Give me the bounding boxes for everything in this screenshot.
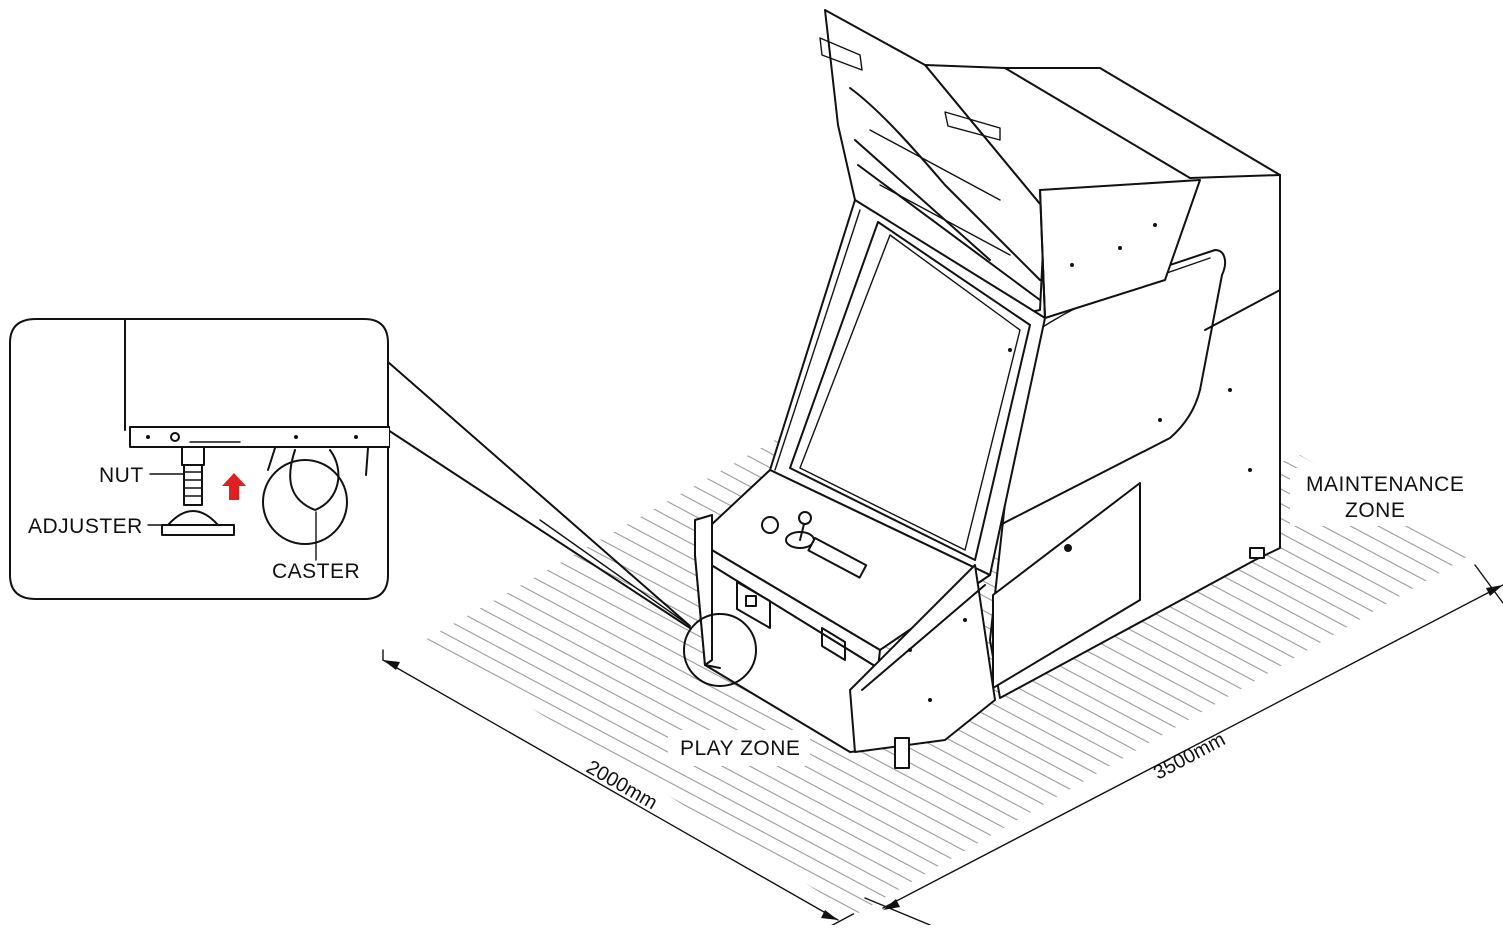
- callout-detail-box: [9, 318, 390, 600]
- start-button: [761, 516, 779, 534]
- caster-label: CASTER: [272, 560, 360, 583]
- up-arrow-icon: [222, 473, 246, 500]
- depth-dimension-line: [864, 564, 1503, 926]
- caster-wheel: [262, 447, 369, 545]
- arcade-cabinet: [694, 9, 1281, 769]
- cabinet-rear-body: [924, 64, 1281, 699]
- play-zone-label: PLAY ZONE: [680, 737, 800, 760]
- nut-label: NUT: [99, 464, 144, 487]
- maintenance-zone-label-backdrop: [1290, 468, 1470, 526]
- detail-focus-circle: [683, 613, 757, 687]
- handle-grip: [807, 537, 868, 579]
- depth-dimension-label: 3500mm: [1150, 728, 1229, 784]
- cabinet-rivets: [908, 223, 1252, 702]
- adjuster-label: ADJUSTER: [28, 515, 143, 538]
- cabinet-monitor: [769, 199, 1046, 576]
- callout-leader-lines: [387, 361, 691, 629]
- adjuster-foot: [161, 446, 235, 536]
- maintenance-zone-label-line1: MAINTENANCE: [1306, 473, 1464, 496]
- cabinet-side-panels: [694, 514, 996, 769]
- maintenance-zone-label-line2: ZONE: [1345, 499, 1405, 522]
- play-zone-label-backdrop: [668, 730, 810, 766]
